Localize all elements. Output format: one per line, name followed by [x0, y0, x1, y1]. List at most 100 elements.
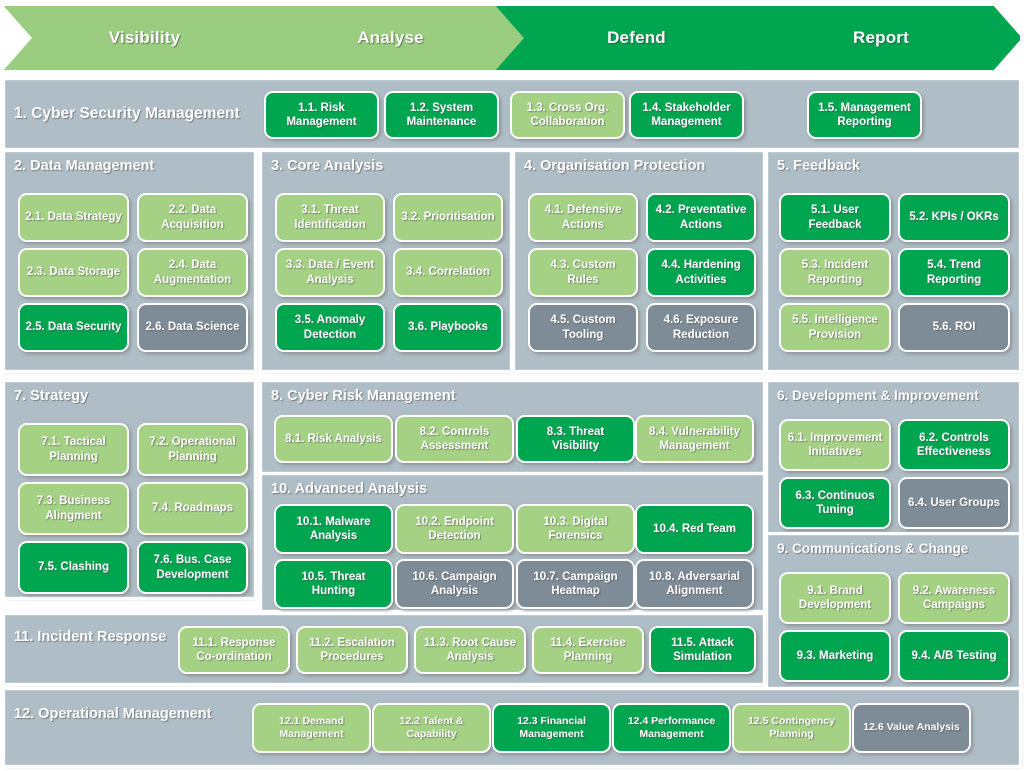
tile-10-1[interactable]: 10.1. Malware Analysis [274, 504, 393, 554]
section-communications-change: 9. Communications & Change 9.1. Brand De… [765, 532, 1022, 690]
tile-10-4[interactable]: 10.4. Red Team [635, 504, 754, 554]
tile-6-2[interactable]: 6.2. Controls Effectiveness [898, 419, 1010, 471]
phase-chevron-analyse[interactable]: Analyse [248, 4, 533, 72]
tile-2-4[interactable]: 2.4. Data Augmentation [137, 248, 248, 297]
tile-8-1[interactable]: 8.1. Risk Analysis [274, 415, 393, 463]
tile-12-3[interactable]: 12.3 Financial Management [492, 703, 611, 753]
tile-5-5[interactable]: 5.5. Intelligence Provision [779, 303, 891, 352]
tile-10-2[interactable]: 10.2. Endpoint Detection [395, 504, 514, 554]
tile-8-3[interactable]: 8.3. Threat Visibility [516, 415, 635, 463]
tile-8-4[interactable]: 8.4. Vulnerability Management [635, 415, 754, 463]
tile-label: 7.5. Clashing [38, 561, 109, 574]
tile-4-5[interactable]: 4.5. Custom Tooling [528, 303, 638, 352]
tile-label: 11.4. Exercise Planning [550, 636, 626, 663]
tile-4-1[interactable]: 4.1. Defensive Actions [528, 193, 638, 242]
section-title: 11. Incident Response [14, 629, 167, 645]
tile-11-5[interactable]: 11.5. Attack Simulation [649, 626, 756, 674]
tile-10-7[interactable]: 10.7. Campaign Heatmap [516, 559, 635, 609]
tile-4-4[interactable]: 4.4. Hardening Activities [646, 248, 756, 297]
tile-9-3[interactable]: 9.3. Marketing [779, 630, 891, 682]
tile-label: 11.3. Root Cause Analysis [423, 636, 517, 663]
tile-5-1[interactable]: 5.1. User Feedback [779, 193, 891, 242]
tile-label: 7.6. Bus. Case Development [153, 554, 232, 581]
tile-3-1[interactable]: 3.1. Threat Identification [275, 193, 385, 242]
tile-label: 5.3. Incident Reporting [801, 259, 869, 286]
tile-7-3[interactable]: 7.3. Business Alingment [18, 482, 129, 535]
tile-3-3[interactable]: 3.3. Data / Event Analysis [275, 248, 385, 297]
tile-label: 9.1. Brand Development [798, 584, 872, 611]
tile-label: 6.1. Improvement Initiatives [787, 431, 883, 458]
tile-4-6[interactable]: 4.6. Exposure Reduction [646, 303, 756, 352]
tile-label: 8.4. Vulnerability Management [649, 425, 740, 452]
tile-1-4[interactable]: 1.4. Stakeholder Management [629, 91, 744, 139]
tile-12-2[interactable]: 12.2 Talent & Capability [372, 703, 491, 753]
tile-label: 3.6. Playbooks [408, 321, 488, 334]
tile-2-2[interactable]: 2.2. Data Acquisition [137, 193, 248, 242]
tile-10-8[interactable]: 10.8. Adversarial Alignment [635, 559, 754, 609]
tile-10-5[interactable]: 10.5. Threat Hunting [274, 559, 393, 609]
tile-2-3[interactable]: 2.3. Data Storage [18, 248, 129, 297]
tile-6-3[interactable]: 6.3. Continuos Tuning [779, 477, 891, 529]
tile-8-2[interactable]: 8.2. Controls Assessment [395, 415, 514, 463]
tile-12-6[interactable]: 12.6 Value Analysis [852, 703, 971, 753]
tile-12-4[interactable]: 12.4 Performance Management [612, 703, 731, 753]
section-cyber-security-management: 1. Cyber Security Management 1.1. Risk M… [2, 77, 1022, 151]
phase-label: Analyse [357, 28, 424, 47]
tile-2-6[interactable]: 2.6. Data Science [137, 303, 248, 352]
tile-11-3[interactable]: 11.3. Root Cause Analysis [414, 626, 526, 674]
tile-label: 1.5. Management Reporting [818, 101, 911, 128]
section-title: 5. Feedback [777, 158, 861, 174]
tile-5-6[interactable]: 5.6. ROI [898, 303, 1010, 352]
phase-chevron-defend[interactable]: Defend [494, 4, 779, 72]
tile-11-4[interactable]: 11.4. Exercise Planning [532, 626, 644, 674]
tile-6-4[interactable]: 6.4. User Groups [898, 477, 1010, 529]
tile-label: 6.4. User Groups [907, 496, 1001, 509]
phase-label: Report [853, 28, 909, 47]
tile-3-5[interactable]: 3.5. Anomaly Detection [275, 303, 385, 352]
section-development-improvement: 6. Development & Improvement 6.1. Improv… [765, 379, 1022, 537]
tile-10-6[interactable]: 10.6. Campaign Analysis [395, 559, 514, 609]
section-title: 6. Development & Improvement [777, 388, 979, 403]
tile-1-3[interactable]: 1.3. Cross Org. Collaboration [510, 91, 625, 139]
tile-1-1[interactable]: 1.1. Risk Management [264, 91, 379, 139]
phase-chevron-visibility[interactable]: Visibility [2, 4, 287, 72]
tile-4-2[interactable]: 4.2. Preventative Actions [646, 193, 756, 242]
tile-6-1[interactable]: 6.1. Improvement Initiatives [779, 419, 891, 471]
tile-7-5[interactable]: 7.5. Clashing [18, 541, 129, 594]
phase-chevron-report[interactable]: Report [740, 4, 1022, 72]
tile-2-5[interactable]: 2.5. Data Security [18, 303, 129, 352]
tile-label: 4.5. Custom Tooling [550, 314, 616, 341]
section-cyber-risk-management: 8. Cyber Risk Management 8.1. Risk Analy… [259, 379, 766, 475]
tile-label: 1.2. System Maintenance [406, 101, 477, 128]
tile-label: 12.4 Performance Management [627, 714, 716, 740]
tile-10-3[interactable]: 10.3. Digital Forensics [516, 504, 635, 554]
tile-5-2[interactable]: 5.2. KPIs / OKRs [898, 193, 1010, 242]
tile-3-4[interactable]: 3.4. Correlation [393, 248, 503, 297]
tile-label: 1.4. Stakeholder Management [642, 101, 731, 128]
tile-7-1[interactable]: 7.1. Tactical Planning [18, 423, 129, 476]
tile-7-2[interactable]: 7.2. Operational Planning [137, 423, 248, 476]
tile-label: 5.6. ROI [932, 321, 976, 334]
tile-label: 2.3. Data Storage [26, 266, 121, 279]
tile-4-3[interactable]: 4.3. Custom Rules [528, 248, 638, 297]
section-title: 2. Data Management [14, 158, 155, 174]
tile-11-2[interactable]: 11.2. Escalation Procedures [296, 626, 408, 674]
tile-5-4[interactable]: 5.4. Trend Reporting [898, 248, 1010, 297]
tile-12-1[interactable]: 12.1 Demand Management [252, 703, 371, 753]
tile-7-6[interactable]: 7.6. Bus. Case Development [137, 541, 248, 594]
tile-label: 2.6. Data Science [145, 321, 240, 334]
tile-9-4[interactable]: 9.4. A/B Testing [898, 630, 1010, 682]
tile-1-2[interactable]: 1.2. System Maintenance [384, 91, 499, 139]
tile-2-1[interactable]: 2.1. Data Strategy [18, 193, 129, 242]
section-title: 4. Organisation Protection [524, 158, 706, 174]
tile-3-2[interactable]: 3.2. Prioritisation [393, 193, 503, 242]
tile-5-3[interactable]: 5.3. Incident Reporting [779, 248, 891, 297]
tile-7-4[interactable]: 7.4. Roadmaps [137, 482, 248, 535]
tile-1-5[interactable]: 1.5. Management Reporting [807, 91, 922, 139]
tile-12-5[interactable]: 12.5 Contingency Planning [732, 703, 851, 753]
tile-9-2[interactable]: 9.2. Awareness Campaigns [898, 572, 1010, 624]
tile-9-1[interactable]: 9.1. Brand Development [779, 572, 891, 624]
tile-3-6[interactable]: 3.6. Playbooks [393, 303, 503, 352]
tile-11-1[interactable]: 11.1. Response Co-ordination [178, 626, 290, 674]
